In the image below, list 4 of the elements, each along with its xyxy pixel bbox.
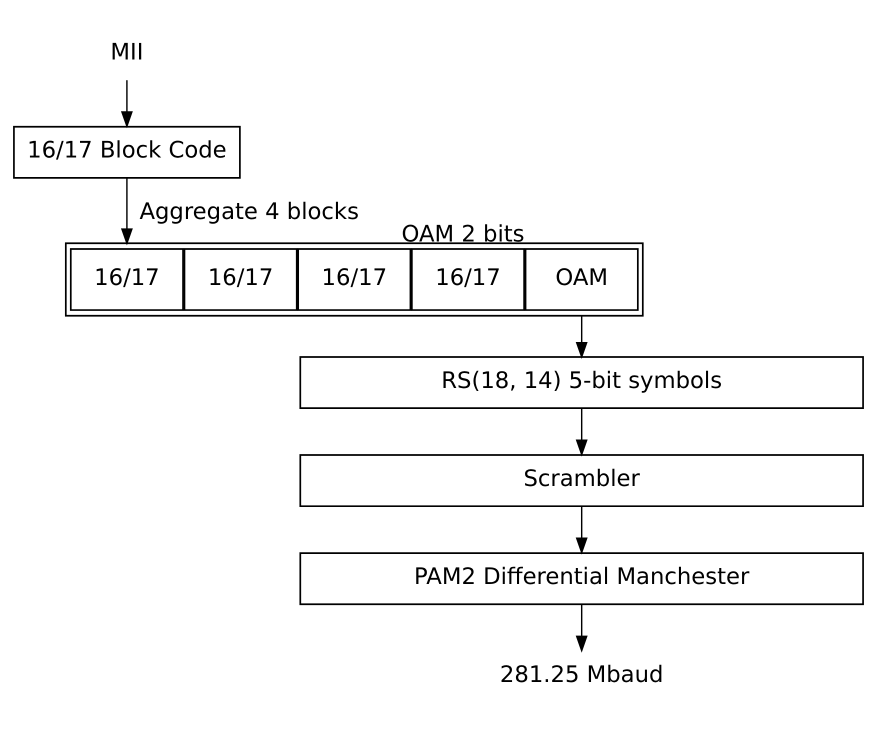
node-text: MII: [110, 40, 144, 66]
node-text: 281.25 Mbaud: [500, 662, 664, 688]
node-label: OAM 2 bits: [402, 222, 525, 248]
edge-label: Aggregate 4 blocks: [139, 198, 359, 225]
